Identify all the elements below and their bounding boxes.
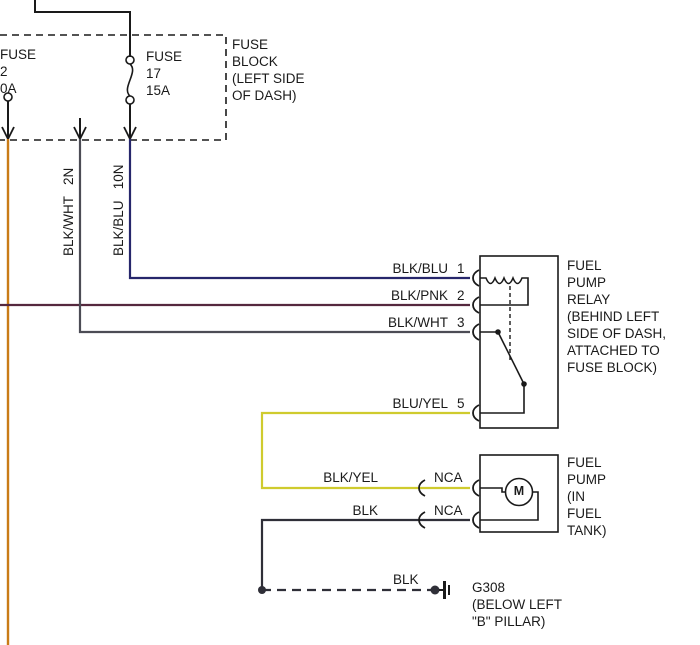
ground-wire-label: BLK <box>393 572 419 587</box>
blk-wht-2n-label: BLK/WHT 2N <box>61 167 76 256</box>
relay-pin5-lead <box>480 384 525 414</box>
relay-pin3-number: 3 <box>457 315 465 330</box>
relay-pin1-number: 1 <box>457 261 465 276</box>
motor-letter: M <box>513 484 525 498</box>
relay-pin2-number: 2 <box>457 288 465 303</box>
motor-lead-right <box>480 491 539 521</box>
blk-wire <box>260 518 470 590</box>
fuse-17-label: FUSE 17 15A <box>146 49 183 98</box>
relay-pin1-bracket <box>472 269 480 287</box>
relay-pin1-wire-label: BLK/BLU <box>392 261 448 276</box>
relay-pin3-wire-label: BLK/WHT <box>387 315 448 330</box>
relay-pin5-bracket <box>472 404 480 422</box>
motor-lead-left <box>480 487 506 493</box>
fuse-feed-wire <box>34 0 131 57</box>
relay-label: FUEL PUMP RELAY (BEHIND LEFT SIDE OF DAS… <box>567 258 667 375</box>
pump-top-bracket <box>472 479 480 497</box>
pump-top-wire-label: BLK/YEL <box>323 470 378 485</box>
pump-label: FUEL PUMP (IN FUEL TANK) <box>567 455 607 538</box>
pump-bottom-pin-label: NCA <box>434 503 463 518</box>
blk-blu-wire <box>128 139 470 280</box>
fuse-block-box <box>0 34 227 141</box>
fuse-17-top-terminal <box>125 55 135 65</box>
fuse-17-bottom-terminal <box>125 95 135 105</box>
relay-pin2-wire-label: BLK/PNK <box>390 288 448 303</box>
blk-wht-wire <box>78 139 470 334</box>
relay-pin5-wire-label: BLU/YEL <box>392 396 448 411</box>
nca-bottom-bracket <box>418 511 426 529</box>
relay-pin2-bracket <box>472 296 480 314</box>
fuse-17-element <box>126 63 134 97</box>
ground-dot <box>430 585 440 595</box>
ground-id-label: G308 (BELOW LEFT "B" PILLAR) <box>472 580 563 629</box>
blk-blu-10n-label: BLK/BLU 10N <box>111 164 126 256</box>
fuse-block-label: FUSE BLOCK (LEFT SIDE OF DASH) <box>232 37 305 103</box>
relay-pin5-number: 5 <box>457 396 465 411</box>
pump-bottom-bracket <box>472 511 480 529</box>
pump-bottom-wire-label: BLK <box>352 503 378 518</box>
pump-box <box>479 454 559 533</box>
nca-top-bracket <box>418 479 426 497</box>
relay-coil <box>480 275 529 306</box>
fuse-left-label: FUSE 2 0A <box>0 47 37 96</box>
relay-pin3-bracket <box>472 323 480 341</box>
relay-box <box>479 255 559 429</box>
relay-switch-armature <box>497 331 525 385</box>
blu-yel-wire <box>260 411 470 490</box>
pump-top-pin-label: NCA <box>434 470 463 485</box>
